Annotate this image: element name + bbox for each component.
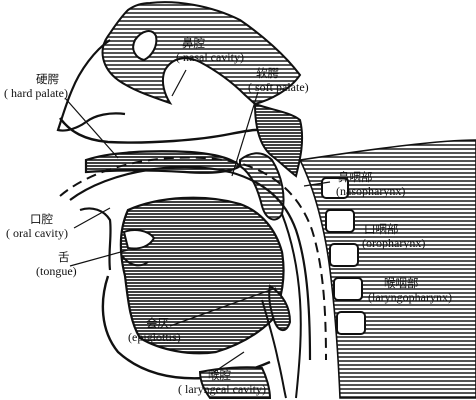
vertebra-4 xyxy=(333,277,363,301)
oral-cavity-arch xyxy=(69,165,312,361)
vertebrae xyxy=(321,177,366,335)
sublingual-fold xyxy=(121,255,149,267)
label-oral-cavity-en: ( oral cavity) xyxy=(6,226,68,240)
leader-soft-palate xyxy=(231,91,259,177)
label-laryngeal-cavity-zh: 喉腔 xyxy=(208,368,231,382)
label-nasopharynx-en: (nasopharynx) xyxy=(336,184,406,198)
leader-lines xyxy=(64,69,331,373)
leader-nasal-cavity xyxy=(171,69,187,97)
vertebra-1 xyxy=(321,177,349,199)
pharynx-inner-line xyxy=(281,213,302,399)
label-laryngopharynx-en: (laryngopharynx) xyxy=(368,290,452,304)
vertebra-3 xyxy=(329,243,359,267)
turbinate-opening xyxy=(132,30,158,62)
leader-nasopharynx xyxy=(303,181,331,187)
larynx-cartilage xyxy=(198,366,272,399)
label-soft-palate-zh: 软腭 xyxy=(256,66,279,80)
label-hard-palate-en: ( hard palate) xyxy=(4,86,68,100)
label-oral-cavity-zh: 口腔 xyxy=(30,212,53,226)
nasopharynx-wall xyxy=(253,102,304,178)
label-laryngeal-cavity-en: ( laryngeal cavity) xyxy=(178,382,266,396)
label-epiglottis-zh: 会厌 xyxy=(146,316,169,330)
label-tongue-en: (tongue) xyxy=(36,264,77,278)
label-nasopharynx-zh: 鼻咽部 xyxy=(338,170,373,184)
leader-hard-palate xyxy=(64,97,119,159)
vertebra-5 xyxy=(336,311,366,335)
nasal-floor xyxy=(59,117,273,144)
label-nasal-cavity-en: ( nasal cavity) xyxy=(176,50,244,64)
label-soft-palate-en: ( soft palate) xyxy=(248,80,309,94)
leader-epiglottis xyxy=(169,287,277,327)
label-epiglottis-en: (epiglottis) xyxy=(128,330,181,344)
nasal-bone-structure xyxy=(101,1,302,106)
nose-outline xyxy=(56,39,126,132)
leader-tongue xyxy=(69,249,129,267)
leader-laryngeal-cavity xyxy=(213,351,245,373)
airway-dashed-line xyxy=(59,156,327,361)
vertebra-2 xyxy=(325,209,355,233)
epiglottis-shape xyxy=(268,284,292,331)
label-tongue-zh: 舌 xyxy=(58,250,70,264)
lower-lip xyxy=(79,207,112,271)
label-oropharynx-en: (oropharynx) xyxy=(362,236,426,250)
label-oropharynx-zh: 口咽部 xyxy=(364,222,399,236)
tongue-tip xyxy=(122,229,156,250)
leader-oral-cavity xyxy=(73,207,111,229)
label-nasal-cavity-zh: 鼻腔 xyxy=(182,36,205,50)
label-hard-palate-zh: 硬腭 xyxy=(36,72,59,86)
label-laryngopharynx-zh: 喉咽部 xyxy=(384,276,419,290)
laryngeal-tube-left xyxy=(261,299,287,399)
tongue-shape xyxy=(119,196,285,355)
